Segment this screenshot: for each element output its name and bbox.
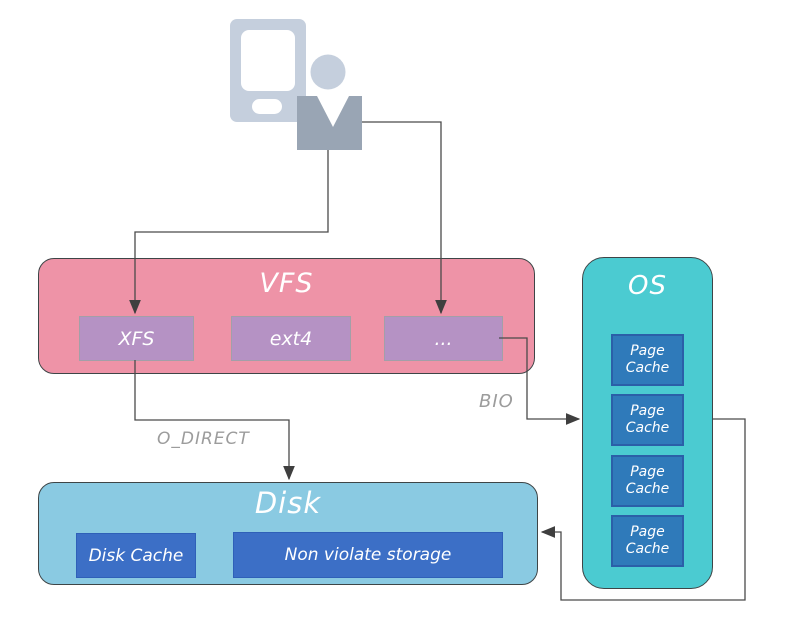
page-cache-box: Page Cache (611, 455, 684, 507)
xfs-box: XFS (79, 316, 194, 361)
ellipsis-label: ... (434, 327, 453, 350)
person-body-icon (297, 96, 362, 150)
edge-xfs-to-disk-odirect (134, 360, 295, 481)
ext4-label: ext4 (269, 327, 313, 350)
phone-button (252, 99, 282, 114)
page-cache-label: Page Cache (625, 464, 670, 497)
disk-title: Disk (254, 486, 322, 520)
phone-screen (241, 30, 295, 91)
bio-edge-label: BIO (479, 391, 514, 412)
os-title: OS (628, 271, 667, 301)
o-direct-edge-label: O_DIRECT (157, 429, 250, 449)
person-head-icon (310, 54, 346, 90)
user-device-icon (230, 19, 362, 150)
vfs-title: VFS (259, 268, 314, 299)
disk-panel: Disk Disk Cache Non violate storage (38, 482, 538, 585)
xfs-label: XFS (118, 327, 155, 350)
os-panel: OS Page Cache Page Cache Page Cache Page… (582, 257, 713, 589)
page-cache-label: Page Cache (625, 343, 670, 376)
vfs-panel: VFS XFS ext4 ... (38, 258, 535, 374)
page-cache-label: Page Cache (625, 524, 670, 557)
disk-cache-box: Disk Cache (76, 533, 196, 578)
page-cache-box: Page Cache (611, 394, 684, 446)
ellipsis-box: ... (384, 316, 503, 361)
page-cache-box: Page Cache (611, 334, 684, 386)
non-volatile-storage-label: Non violate storage (284, 545, 452, 565)
page-cache-box: Page Cache (611, 515, 684, 567)
ext4-box: ext4 (231, 316, 351, 361)
disk-cache-label: Disk Cache (88, 545, 184, 566)
page-cache-label: Page Cache (625, 403, 670, 436)
phone-icon (230, 19, 306, 122)
non-volatile-storage-box: Non violate storage (233, 532, 503, 578)
